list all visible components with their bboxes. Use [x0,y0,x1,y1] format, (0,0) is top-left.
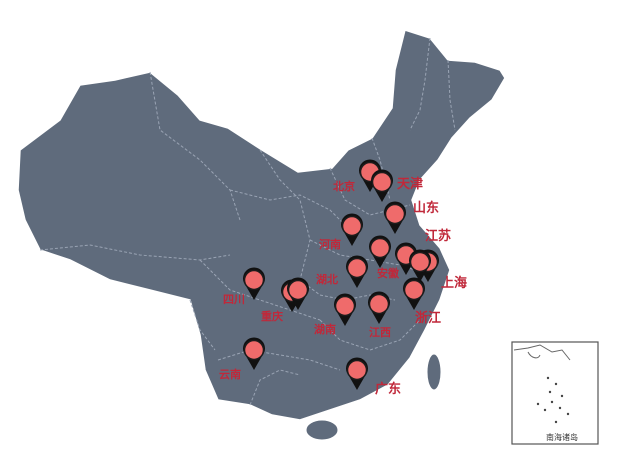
inset-island-9 [560,394,564,398]
inset-coastline-hainan [527,351,541,359]
marker-dot-anhui [369,237,391,259]
south-china-sea-inset: 南海诸岛 [511,341,599,445]
marker-henan[interactable]: 河南 [319,213,363,251]
marker-tianjin[interactable]: 天津 [370,169,423,202]
inset-frame [511,341,599,445]
marker-dot-fujian [409,251,431,273]
inset-label: 南海诸岛 [546,432,578,442]
china-landmass [17,29,506,421]
inset-islands [536,376,570,424]
inset-island-8 [554,420,558,424]
marker-anhui[interactable]: 安徽 [369,235,400,280]
inset-coastline [513,344,571,361]
marker-shandong[interactable]: 山东 [384,200,439,234]
marker-dot-guangdong [346,359,368,381]
inset-island-6 [536,402,540,406]
inset-island-2 [548,390,552,394]
marker-shaanxi[interactable] [287,277,309,310]
marker-hunan[interactable]: 湖南 [314,293,356,336]
inset-island-4 [558,406,562,410]
marker-label-zhejiang: 浙江 [415,310,441,326]
marker-fujian[interactable] [409,249,432,282]
marker-yunnan[interactable]: 云南 [219,337,265,381]
marker-dot-yunnan [243,339,265,361]
marker-label-shanghai: 上海 [441,275,467,291]
hainan-island [305,419,339,441]
marker-label-hubei: 湖北 [316,272,338,286]
marker-guangdong[interactable]: 广东 [346,357,401,397]
marker-label-guangdong: 广东 [375,381,401,397]
marker-label-tianjin: 天津 [397,176,423,192]
inset-island-1 [554,382,558,386]
marker-dot-shaanxi [287,279,309,301]
marker-label-chongqing: 重庆 [261,309,283,323]
marker-dot-tianjin [371,171,393,193]
marker-hubei[interactable]: 湖北 [316,255,368,288]
marker-label-anhui: 安徽 [377,266,400,280]
marker-dot-jiangxi [368,293,390,315]
marker-label-sichuan: 四川 [223,293,245,306]
marker-label-shandong: 山东 [413,200,439,216]
taiwan-island [426,353,442,391]
marker-label-jiangsu: 江苏 [425,228,451,244]
marker-label-hunan: 湖南 [314,322,336,336]
inset-island-0 [546,376,550,380]
marker-dot-zhejiang [403,279,425,301]
marker-label-henan: 河南 [319,237,341,251]
inset-island-3 [550,400,554,404]
marker-dot-sichuan [243,269,265,291]
marker-jiangxi[interactable]: 江西 [368,291,391,339]
marker-dot-hubei [346,257,368,279]
marker-label-yunnan: 云南 [219,367,241,381]
marker-zhejiang[interactable]: 浙江 [403,277,441,326]
marker-dot-hunan [334,295,356,317]
inset-island-5 [543,408,547,412]
marker-dot-henan [341,215,363,237]
marker-sichuan[interactable]: 四川 [223,267,265,306]
marker-dot-shandong [384,203,406,225]
marker-label-jiangxi: 江西 [369,325,391,339]
marker-label-beijing: 北京 [333,179,355,193]
inset-island-7 [566,412,570,416]
